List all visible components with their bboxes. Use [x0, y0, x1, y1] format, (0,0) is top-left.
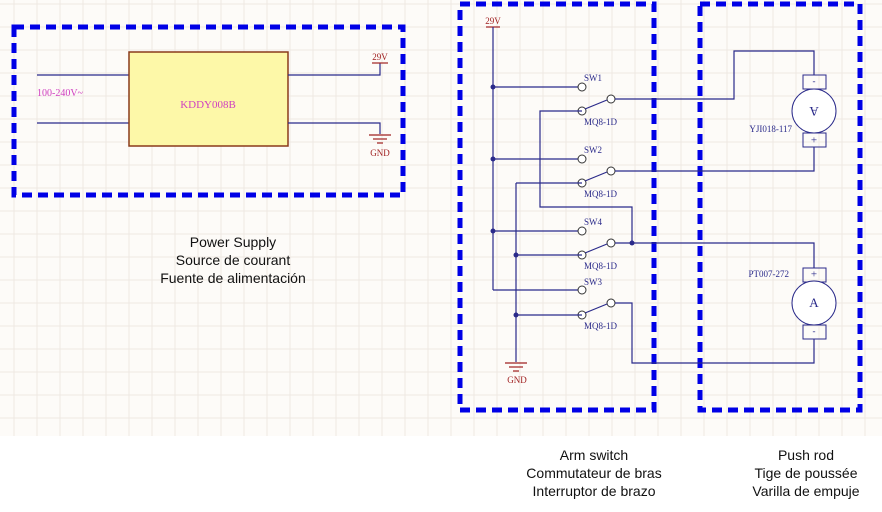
motor2-top-terminal: +: [811, 269, 817, 281]
sw4-part: MQ8-1D: [584, 261, 617, 271]
switch-sw2[interactable]: SW2 MQ8-1D: [490, 145, 618, 199]
caption-line: Push rod: [777, 447, 835, 463]
power-module-name: KDDY008B: [180, 99, 236, 111]
sw1-part: MQ8-1D: [584, 117, 617, 127]
ps-gnd-label: GND: [370, 148, 390, 158]
caption-line: Arm switch: [559, 447, 629, 463]
push-rod-caption: Push rod Tige de poussée Varilla de empu…: [706, 446, 882, 500]
dc-negative-wire: [288, 122, 381, 134]
switch-sw1[interactable]: SW1 MQ8-1D: [490, 73, 633, 243]
motor1-bottom-terminal: +: [811, 135, 817, 147]
dc-positive-wire: [288, 63, 381, 76]
arm-switch-caption: Arm switch Commutateur de bras Interrupt…: [494, 446, 694, 500]
wire-sw2-to-motor1: [615, 147, 815, 172]
ac-input-label: 100-240V~: [37, 88, 84, 99]
sw4-name: SW4: [584, 217, 603, 227]
caption-line: Fuente de alimentación: [160, 270, 306, 286]
motor2-part: PT007-272: [749, 269, 790, 279]
push-rod-frame: [697, 1, 863, 413]
wire-sw1-to-motor1: [615, 50, 815, 100]
switch-sw4[interactable]: SW4 MQ8-1D: [490, 217, 635, 271]
motor-2[interactable]: + - A PT007-272: [749, 267, 837, 340]
motor1-part: YJI018-117: [749, 124, 792, 134]
ground-icon: [369, 134, 391, 144]
motor-1[interactable]: - + A YJI018-117: [749, 74, 837, 148]
switch-sw3[interactable]: SW3 MQ8-1D: [493, 277, 617, 331]
caption-line: Interruptor de brazo: [532, 483, 656, 499]
caption-line: Source de courant: [175, 252, 291, 268]
caption-line: Commutateur de bras: [526, 465, 662, 481]
arm-switch-frame: [457, 1, 657, 413]
sw1-name: SW1: [584, 73, 602, 83]
power-supply-frame: [11, 24, 406, 198]
power-supply-group: 100-240V~ KDDY008B 29V GND: [37, 51, 391, 158]
arm-ground-icon: [505, 362, 527, 372]
motor1-top-terminal: -: [813, 76, 816, 86]
power-supply-caption: Power Supply Source de courant Fuente de…: [133, 233, 333, 287]
ps-29v-label: 29V: [372, 52, 388, 62]
power-module: [128, 51, 289, 147]
arm-switch-group: 29V GND SW1 MQ8-1D: [485, 16, 815, 385]
arm-gnd-label: GND: [507, 375, 527, 385]
motor2-bottom-terminal: -: [813, 326, 816, 336]
wire-sw4-to-motor2: [615, 242, 815, 268]
caption-line: Tige de poussée: [754, 465, 858, 481]
sw3-part: MQ8-1D: [584, 321, 617, 331]
sw3-name: SW3: [584, 277, 603, 287]
arm-29v-label: 29V: [485, 16, 501, 26]
sw2-name: SW2: [584, 145, 602, 155]
motor1-symbol: A: [809, 104, 819, 119]
caption-line: Power Supply: [189, 234, 277, 250]
caption-line: Varilla de empuje: [752, 483, 860, 499]
sw2-part: MQ8-1D: [584, 189, 617, 199]
wire-sw3-to-motor2: [615, 302, 815, 364]
motor2-symbol: A: [809, 295, 819, 310]
